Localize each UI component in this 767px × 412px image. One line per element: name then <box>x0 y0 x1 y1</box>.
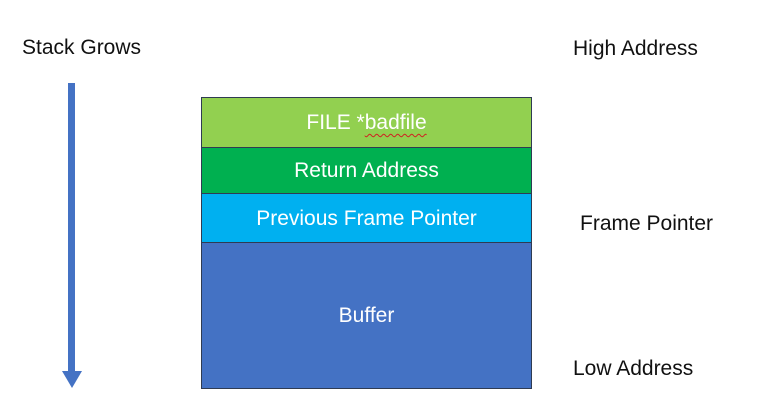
low-address-label: Low Address <box>573 357 694 380</box>
stack-frame-diagram: FILE *badfile Return Address Previous Fr… <box>201 97 532 389</box>
file-pointer-variable: badfile <box>364 111 427 134</box>
stack-block-file-pointer: FILE *badfile <box>202 98 531 148</box>
high-address-label: High Address <box>573 37 698 60</box>
return-address-label: Return Address <box>294 159 439 182</box>
stack-block-return-address: Return Address <box>202 148 531 194</box>
stack-growth-arrow-shaft <box>68 83 75 372</box>
stack-block-previous-frame-pointer: Previous Frame Pointer <box>202 194 531 243</box>
file-pointer-prefix: FILE * <box>306 111 365 134</box>
buffer-label: Buffer <box>338 304 395 327</box>
frame-pointer-label: Frame Pointer <box>580 212 714 235</box>
down-arrow-icon <box>62 371 82 388</box>
stack-grows-label: Stack Grows <box>22 36 142 59</box>
stack-block-buffer: Buffer <box>202 243 531 388</box>
previous-frame-pointer-label: Previous Frame Pointer <box>256 206 477 230</box>
file-pointer-text: FILE *badfile <box>306 112 426 133</box>
